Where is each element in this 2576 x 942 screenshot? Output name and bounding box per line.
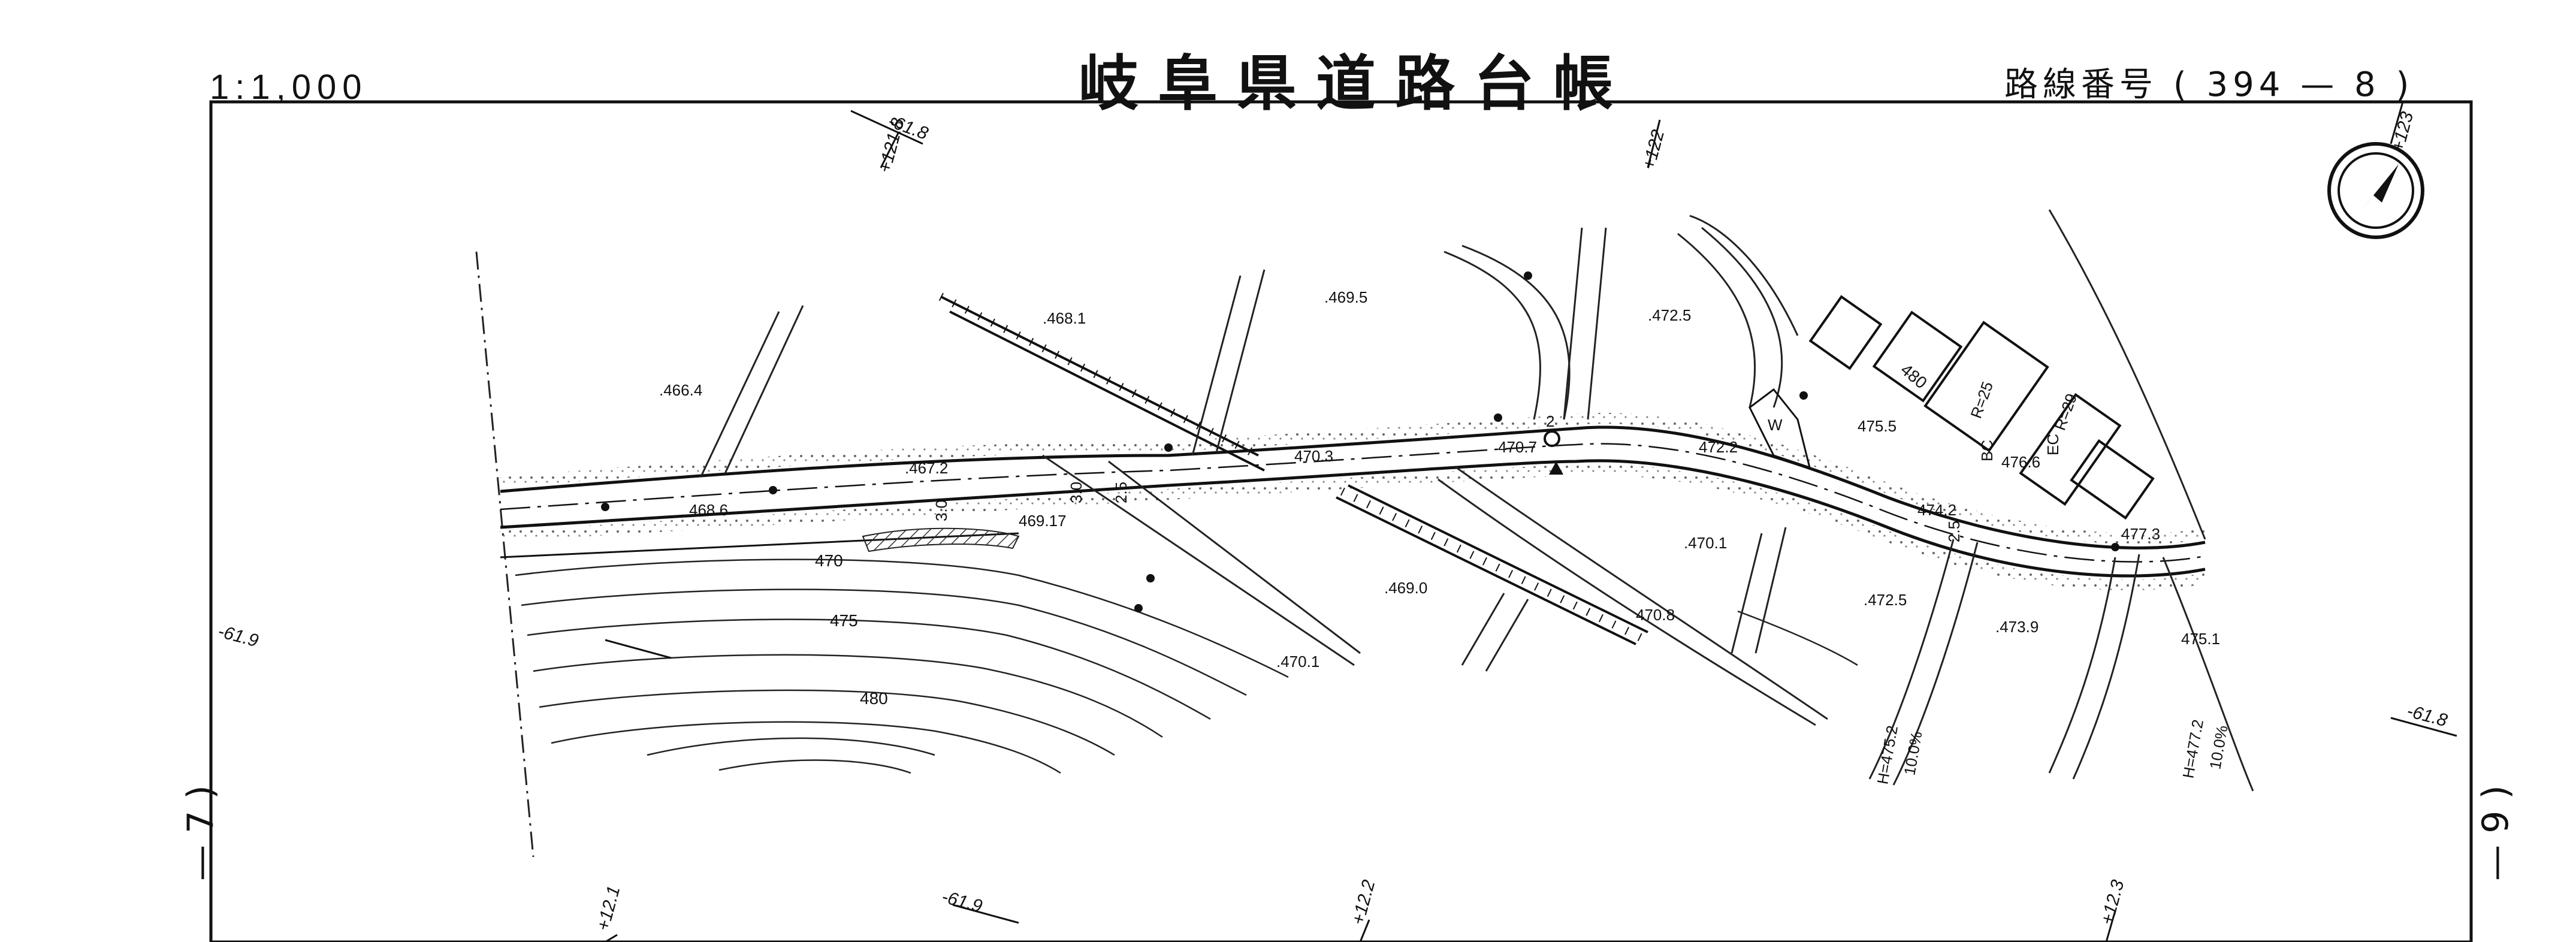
grade-label: 10.0% (2206, 724, 2231, 771)
station-label: -61.8 (2405, 701, 2450, 731)
station-ticks (605, 101, 2457, 942)
elevation-label: 476.6 (2001, 453, 2040, 471)
station-label: +12.1 (593, 884, 624, 933)
route-label: 路線番号 (2004, 65, 2158, 104)
elevation-label: 470.7 (1498, 438, 1537, 456)
curve-radius-label: R=25 (1967, 379, 1997, 421)
route-close-paren: ) (2396, 65, 2414, 104)
elevation-label: .468.1 (1043, 309, 1086, 327)
page-title: 岐阜県道路台帳 (1079, 49, 1632, 119)
width-label: 3.0 (932, 500, 950, 521)
curve-radius-label: R=29 (2050, 391, 2080, 433)
elevation-label: 475.1 (2181, 630, 2220, 648)
map-frame (209, 100, 2473, 942)
station-label: -61.9 (940, 887, 985, 917)
elevation-label: .470.1 (1276, 653, 1319, 671)
contour-lines (515, 558, 1858, 774)
sheet-number-value: 8 (2354, 65, 2381, 104)
elevation-label: .469.0 (1384, 579, 1427, 597)
route-number-value: 394 (2206, 65, 2285, 104)
elevation-label: 472.2 (1699, 438, 1738, 456)
width-label: 3.0 (1067, 482, 1085, 503)
north-arrow-icon (2327, 142, 2424, 239)
route-open-paren: ( (2173, 65, 2191, 104)
elevation-label: .466.4 (659, 381, 702, 399)
elevation-label: .473.9 (1995, 618, 2039, 636)
station-label: -61.9 (216, 621, 261, 651)
station-label: +12.2 (1348, 878, 1379, 927)
elevation-label: .467.2 (905, 459, 948, 477)
station-label: +123 (2388, 110, 2417, 154)
width-label: 2.5 (1112, 482, 1130, 503)
elevation-label: 469.17 (1019, 512, 1067, 530)
contour-label: 480 (860, 689, 888, 708)
elevation-label: 474.2 (1917, 501, 1956, 519)
buildings (1748, 295, 2155, 520)
station-label: +12.3 (2097, 878, 2128, 927)
elevation-label: .469.5 (1324, 288, 1367, 306)
map-scale: 1:1,000 (210, 68, 368, 107)
elevation-label: 477.3 (2121, 525, 2160, 543)
station-label: +122 (1639, 128, 1668, 172)
elevation-label: .472.5 (1648, 306, 1691, 324)
bc-label: BC (1978, 440, 1996, 461)
grade-label: 10.0% (1900, 730, 1925, 777)
side-roads (700, 209, 2254, 792)
rail-line (938, 292, 1648, 645)
contour-label: 470 (815, 551, 843, 570)
elevation-label: 475.5 (1858, 417, 1896, 435)
elevation-label: .470.1 (1684, 534, 1727, 552)
main-road (500, 412, 2206, 591)
survey-markers (601, 271, 2119, 612)
slope-hatch (862, 527, 1020, 552)
route-dash: — (2300, 65, 2339, 104)
vertical-curve-label: H=477.2 (2179, 718, 2207, 780)
contour-label: 475 (830, 611, 858, 630)
ec-label: EC (2044, 434, 2062, 455)
elevation-label: .472.5 (1864, 591, 1907, 609)
elevation-label: 470.3 (1294, 447, 1333, 465)
width-label: 2 (1546, 412, 1554, 430)
route-number: 路線番号 ( 394 — 8 ) (2004, 58, 2414, 106)
elevation-label: 468.6 (689, 501, 728, 519)
elevation-label: 470.8 (1636, 606, 1675, 624)
boundary-line (475, 251, 534, 858)
water-label: W (1768, 416, 1783, 434)
width-label: 2.5 (1945, 521, 1963, 542)
